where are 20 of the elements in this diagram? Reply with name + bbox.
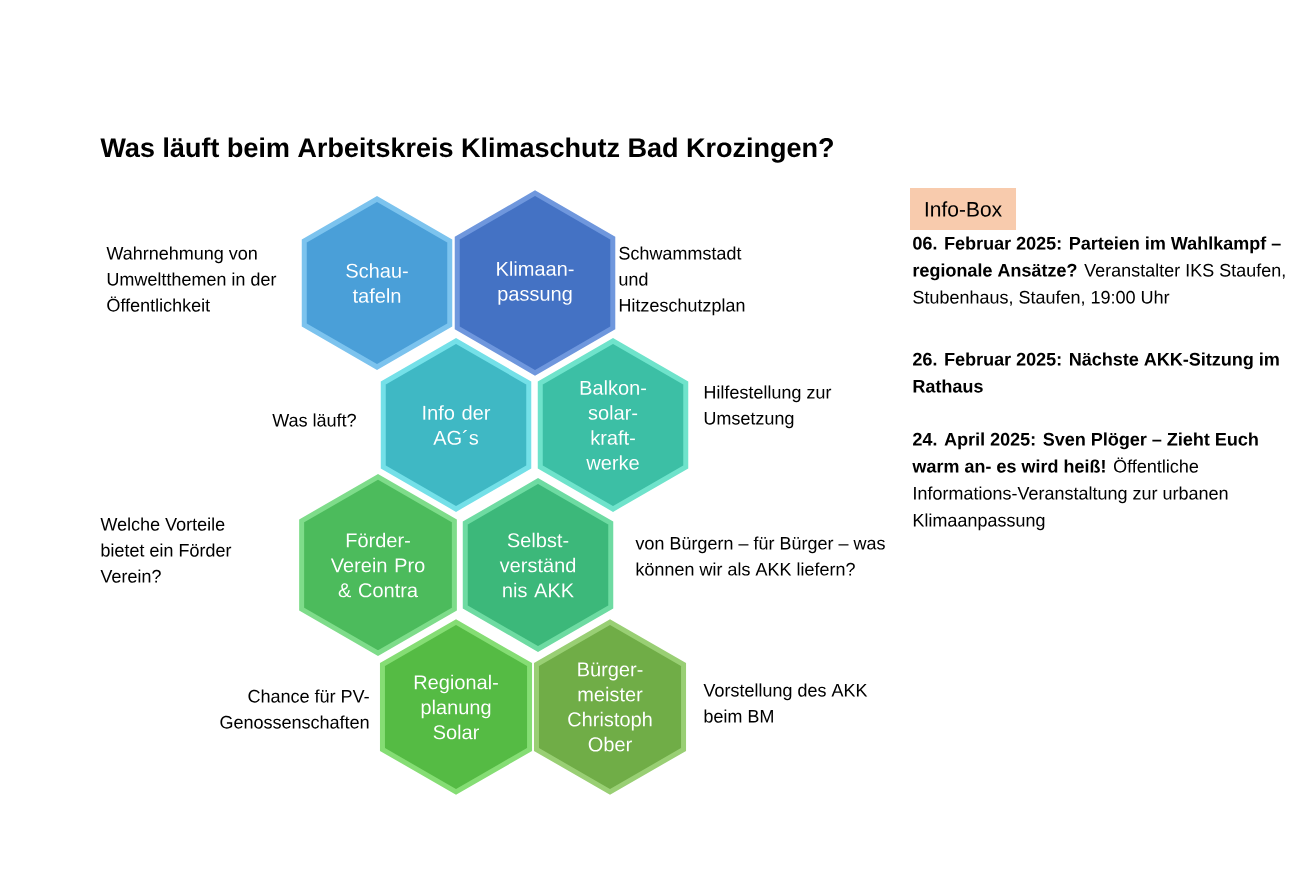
hexagon: Schau- tafeln [301, 196, 453, 370]
event-note: 06. Februar 2025: Parteien im Wahlkampf – regionale Ansätze? Veranstalter IKS Staufen, Stubenhaus, Staufen, 19:00 Uhr [913, 236, 1285, 306]
title: Was läuft beim Arbeitskreis Klimaschutz Bad Krozingen? [100, 137, 833, 163]
event-note: 24. April 2025: Sven Plöger – Zieht Euch warm an- es wird heiß! Öffentliche Informations-Veranstaltung zur urbanen Klimaanpassung [912, 432, 1258, 531]
annotation-text: Was läuft? [272, 413, 356, 427]
hexagon: Regional- planung Solar [379, 619, 533, 795]
heading-box: Info-Box [910, 188, 1016, 230]
annotation-text: Welche Vorteile bietet ein Förder Verein? [100, 517, 232, 583]
hexagon: Balkon- solar- kraft- werke [537, 338, 689, 512]
annotation-text: Wahrnehmung von Umweltthemen in der Öffentlichkeit [106, 246, 277, 312]
annotation-text: Hilfestellung zur Umsetzung [704, 385, 832, 429]
annotation-text: Schwammstadt und Hitzeschutzplan [619, 246, 745, 316]
annotation-text: Vorstellung des AKK beim BM [703, 683, 868, 723]
hexagon: Info der AG´s [380, 338, 532, 512]
event-note: 26. Februar 2025: Nächste AKK-Sitzung im Rathaus [913, 352, 1279, 393]
hexagon: Bürger- meister Christoph Ober [534, 619, 687, 795]
hexagon: Klimaan- passung [454, 190, 616, 376]
annotation-text: von Bürgern – für Bürger – was können wir als AKK liefern? [635, 536, 885, 576]
annotation-text: Chance für PV- Genossenschaften [220, 689, 369, 729]
hexagon: Selbst- verständ nis AKK [462, 478, 614, 652]
